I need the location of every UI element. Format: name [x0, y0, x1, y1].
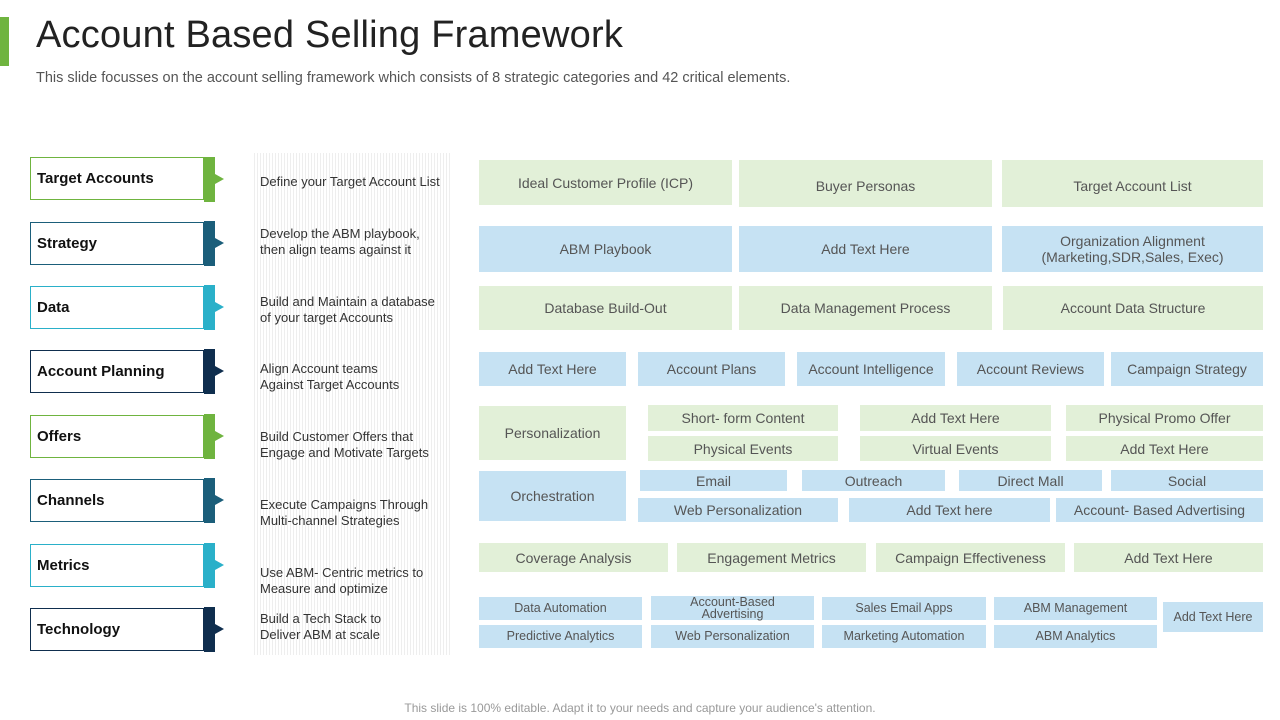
arrow-icon: [215, 302, 224, 312]
element-cell: Personalization: [479, 406, 626, 460]
description-line: Align Account teams: [260, 361, 378, 376]
arrow-icon: [215, 495, 224, 505]
description-line: Engage and Motivate Targets: [260, 445, 429, 460]
title-accent-bar: [0, 17, 9, 66]
description-technology: Build a Tech Stack to Deliver ABM at sca…: [260, 611, 460, 643]
arrow-icon: [215, 238, 224, 248]
description-line: Use ABM- Centric metrics to: [260, 565, 424, 580]
element-cell: ABM Playbook: [479, 226, 732, 272]
element-cell-multiline: Account-Based Advertising: [651, 596, 814, 620]
arrow-icon: [215, 624, 224, 634]
category-channels: Channels: [30, 479, 204, 522]
category-technology: Technology: [30, 608, 204, 651]
element-cell: Account Reviews: [957, 352, 1104, 386]
element-cell: Engagement Metrics: [677, 543, 866, 572]
category-tab: [204, 221, 215, 266]
element-cell: Web Personalization: [651, 625, 814, 648]
category-offers: Offers: [30, 415, 204, 458]
category-tab: [204, 349, 215, 394]
element-cell: Add Text here: [849, 498, 1050, 522]
description-offers: Build Customer Offers that Engage and Mo…: [260, 429, 460, 461]
element-cell: Direct Mall: [959, 470, 1102, 491]
element-cell: Add Text Here: [860, 405, 1051, 431]
element-cell: Add Text Here: [479, 352, 626, 386]
description-account-planning: Align Account teams Against Target Accou…: [260, 361, 460, 393]
category-tab: [204, 414, 215, 459]
element-cell: Outreach: [802, 470, 945, 491]
element-line: (Marketing,SDR,Sales, Exec): [1041, 249, 1224, 265]
element-cell: Web Personalization: [638, 498, 838, 522]
description-strategy: Develop the ABM playbook, then align tea…: [260, 226, 460, 258]
description-metrics: Use ABM- Centric metrics to Measure and …: [260, 565, 460, 597]
element-cell: Target Account List: [1002, 160, 1263, 207]
category-target-accounts: Target Accounts: [30, 157, 204, 200]
element-cell: Orchestration: [479, 471, 626, 521]
element-cell: Account- Based Advertising: [1056, 498, 1263, 522]
element-cell: Predictive Analytics: [479, 625, 642, 648]
element-cell: Campaign Strategy: [1111, 352, 1263, 386]
element-cell: ABM Analytics: [994, 625, 1157, 648]
category-tab: [204, 285, 215, 330]
category-metrics: Metrics: [30, 544, 204, 587]
description-data: Build and Maintain a database of your ta…: [260, 294, 460, 326]
page-title: Account Based Selling Framework: [36, 14, 624, 56]
category-account-planning: Account Planning: [30, 350, 204, 393]
arrow-icon: [215, 431, 224, 441]
element-cell: Marketing Automation: [822, 625, 986, 648]
description-band: [252, 153, 450, 655]
description-line: Multi-channel Strategies: [260, 513, 400, 528]
element-cell: Add Text Here: [739, 226, 992, 272]
element-cell: Campaign Effectiveness: [876, 543, 1065, 572]
description-line: Against Target Accounts: [260, 377, 400, 392]
description-channels: Execute Campaigns Through Multi-channel …: [260, 497, 460, 529]
category-strategy: Strategy: [30, 222, 204, 265]
element-cell: Buyer Personas: [739, 160, 992, 207]
element-cell: Database Build-Out: [479, 286, 732, 330]
footer-note: This slide is 100% editable. Adapt it to…: [404, 701, 876, 715]
element-line: Organization Alignment: [1060, 233, 1205, 249]
element-cell: Account Plans: [638, 352, 785, 386]
element-cell: Coverage Analysis: [479, 543, 668, 572]
description-line: Deliver ABM at scale: [260, 627, 380, 642]
element-line: Account-Based: [690, 595, 775, 609]
element-cell: Physical Events: [648, 436, 838, 461]
description-target-accounts: Define your Target Account List: [260, 174, 460, 190]
element-cell: Ideal Customer Profile (ICP): [479, 160, 732, 205]
category-tab: [204, 543, 215, 588]
element-cell-multiline: Organization Alignment (Marketing,SDR,Sa…: [1002, 226, 1263, 272]
category-tab: [204, 478, 215, 523]
element-cell: Data Management Process: [739, 286, 992, 330]
description-line: Measure and optimize: [260, 581, 388, 596]
element-cell: Account Data Structure: [1003, 286, 1263, 330]
description-line: of your target Accounts: [260, 310, 393, 325]
description-line: then align teams against it: [260, 242, 412, 257]
description-line: Build Customer Offers that: [260, 429, 413, 444]
arrow-icon: [215, 366, 224, 376]
element-cell: Sales Email Apps: [822, 597, 986, 620]
category-data: Data: [30, 286, 204, 329]
element-cell: Add Text Here: [1066, 436, 1263, 461]
page-subtitle: This slide focusses on the account selli…: [36, 70, 791, 86]
description-line: Build a Tech Stack to: [260, 611, 382, 626]
element-line: Advertising: [701, 607, 764, 621]
element-cell: Virtual Events: [860, 436, 1051, 461]
element-cell: Account Intelligence: [797, 352, 945, 386]
category-tab: [204, 157, 215, 202]
arrow-icon: [215, 174, 224, 184]
arrow-icon: [215, 560, 224, 570]
description-line: Build and Maintain a database: [260, 294, 435, 309]
element-cell: Add Text Here: [1074, 543, 1263, 572]
description-line: Develop the ABM playbook,: [260, 226, 420, 241]
element-cell: Data Automation: [479, 597, 642, 620]
element-cell: Physical Promo Offer: [1066, 405, 1263, 431]
element-cell: Email: [640, 470, 787, 491]
description-line: Define your Target Account List: [260, 174, 440, 189]
description-line: Execute Campaigns Through: [260, 497, 429, 512]
element-cell: ABM Management: [994, 597, 1157, 620]
category-tab: [204, 607, 215, 652]
element-cell: Add Text Here: [1163, 602, 1263, 632]
element-cell: Short- form Content: [648, 405, 838, 431]
element-cell: Social: [1111, 470, 1263, 491]
